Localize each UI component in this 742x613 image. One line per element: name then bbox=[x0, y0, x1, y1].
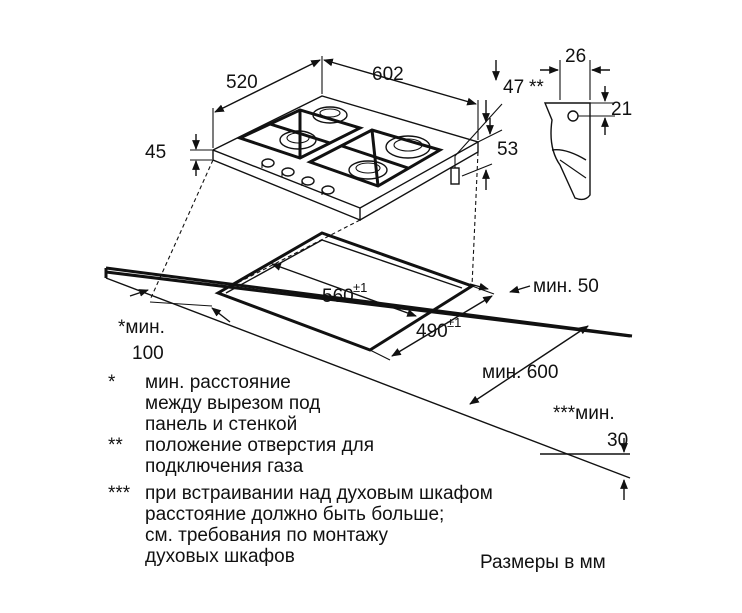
min-oven-value: 30 bbox=[607, 430, 628, 451]
profile-width-label: 26 bbox=[565, 46, 586, 67]
legend-mark: *** bbox=[108, 483, 131, 504]
min-back-label: мин. 50 bbox=[533, 276, 599, 297]
min-wall-label: *мин. bbox=[118, 317, 165, 338]
legend-line: подключения газа bbox=[145, 456, 304, 477]
hob-depth-label: 520 bbox=[226, 72, 258, 93]
cutout-dimension-lines bbox=[129, 263, 630, 500]
legend-mark: * bbox=[108, 372, 116, 393]
min-oven-label: ***мин. bbox=[553, 403, 615, 424]
units-note: Размеры в мм bbox=[480, 552, 606, 573]
hob-dimension-lines bbox=[190, 56, 503, 190]
gas-pos-y-label: 53 bbox=[497, 139, 518, 160]
hob-illustration bbox=[211, 95, 480, 222]
legend-mark: ** bbox=[108, 435, 123, 456]
burner-front-left bbox=[279, 130, 317, 150]
profile-height-label: 21 bbox=[611, 99, 632, 120]
burner-front-right bbox=[348, 160, 388, 180]
legend-line: панель и стенкой bbox=[145, 414, 298, 435]
projection-lines bbox=[149, 151, 479, 301]
hob-width-label: 602 bbox=[372, 64, 404, 85]
legend-item-3: *** при встраивании над духовым шкафом р… bbox=[108, 483, 608, 571]
legend-item-2: ** положение отверстия для подключения г… bbox=[108, 435, 588, 479]
min-wall-value: 100 bbox=[132, 343, 164, 364]
cutout-depth-tolerance: ±1 bbox=[447, 315, 461, 330]
cutout-depth-label: 490 bbox=[416, 321, 448, 342]
legend-line: расстояние должно быть больше; bbox=[145, 504, 445, 525]
burner-rear-left bbox=[312, 106, 348, 124]
min-worktop-depth-label: мин. 600 bbox=[482, 362, 558, 383]
control-knobs bbox=[261, 158, 335, 195]
legend-line: положение отверстия для bbox=[145, 435, 375, 456]
legend-line: духовых шкафов bbox=[145, 546, 295, 567]
legend-line: между вырезом под bbox=[145, 393, 321, 414]
profile-section bbox=[540, 60, 615, 201]
burner-rear-right bbox=[385, 135, 431, 159]
grate-right bbox=[306, 128, 444, 188]
gas-connector bbox=[450, 156, 460, 185]
hob-height-label: 45 bbox=[145, 142, 166, 163]
legend-item-1: * мин. расстояние между вырезом под пане… bbox=[108, 372, 588, 436]
legend-line: мин. расстояние bbox=[145, 372, 291, 393]
grate-left bbox=[235, 108, 365, 160]
legend-line: при встраивании над духовым шкафом bbox=[145, 483, 493, 504]
gas-pos-x-label: 47 bbox=[503, 77, 524, 98]
legend-line: см. требования по монтажу bbox=[145, 525, 389, 546]
cutout-width-tolerance: ±1 bbox=[353, 280, 367, 295]
cutout-width-label: 560 bbox=[322, 286, 354, 307]
gas-pos-x-mark: ** bbox=[529, 77, 544, 98]
